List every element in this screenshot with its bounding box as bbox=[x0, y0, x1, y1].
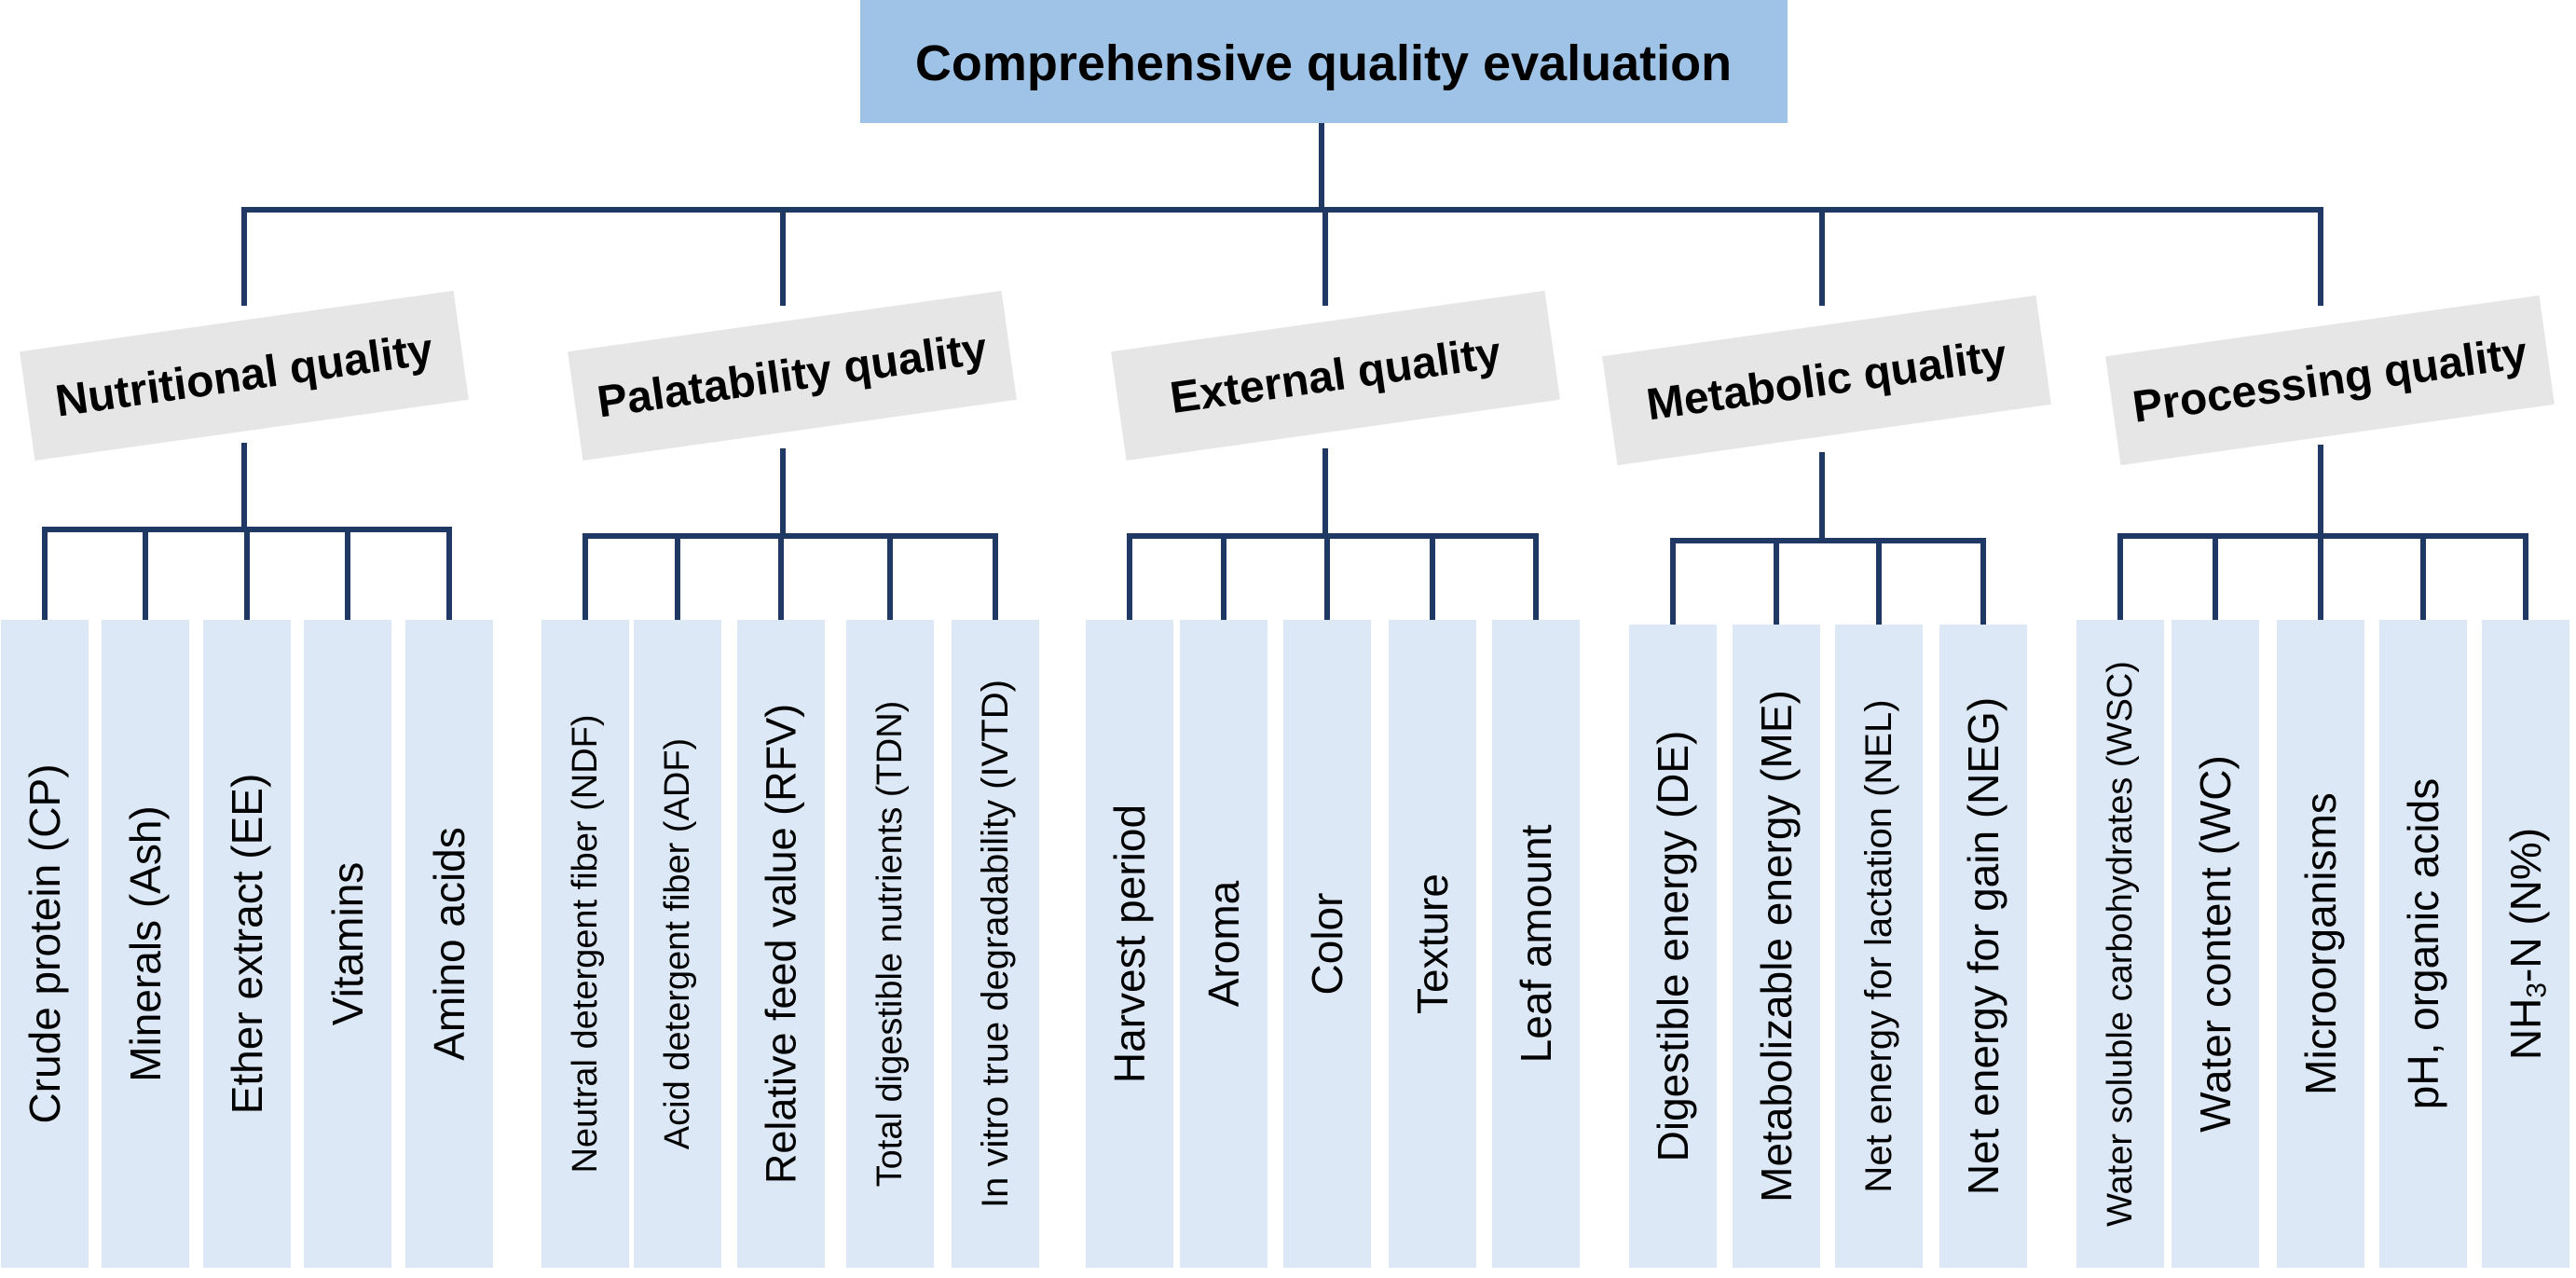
leaf-box bbox=[2076, 620, 2164, 1268]
leaf-box bbox=[2379, 620, 2467, 1268]
category-box bbox=[20, 290, 469, 461]
leaf-box bbox=[405, 620, 493, 1268]
category-node: Nutritional quality bbox=[20, 290, 469, 461]
leaf-box bbox=[304, 620, 391, 1268]
leaf-nodes: Crude protein (CP) Minerals (Ash) Ether ex… bbox=[1, 620, 2569, 1268]
leaf-node: Metabolizable energy (ME) bbox=[1733, 625, 1820, 1268]
leaf-box bbox=[2172, 620, 2259, 1268]
leaf-box bbox=[952, 620, 1039, 1268]
leaf-node: Leaf amount bbox=[1492, 620, 1580, 1268]
leaf-label: Crude protein (CP) bbox=[21, 763, 69, 1123]
leaf-node: Amino acids bbox=[405, 620, 493, 1268]
leaf-box bbox=[1939, 625, 2027, 1268]
category-node: External quality bbox=[1111, 290, 1560, 461]
leaf-box bbox=[1, 620, 89, 1268]
leaf-label: Total digestible nutrients (TDN) bbox=[870, 701, 910, 1188]
leaf-box bbox=[1835, 625, 1923, 1268]
category-box bbox=[568, 290, 1017, 461]
category-node: Processing quality bbox=[2105, 295, 2555, 466]
leaf-label: Ether extract (EE) bbox=[223, 774, 271, 1115]
leaf-label: Color bbox=[1303, 893, 1351, 996]
leaf-node: Ether extract (EE) bbox=[203, 620, 291, 1268]
category-node: Metabolic quality bbox=[1602, 295, 2051, 466]
leaf-box bbox=[1629, 625, 1717, 1268]
leaf-box bbox=[846, 620, 934, 1268]
leaf-node: Digestible energy (DE) bbox=[1629, 625, 1717, 1268]
leaf-node: Net energy for lactation (NEL) bbox=[1835, 625, 1923, 1268]
leaf-box bbox=[634, 620, 721, 1268]
leaf-label: Texture bbox=[1408, 873, 1457, 1014]
leaf-node: Water content (WC) bbox=[2172, 620, 2259, 1268]
leaf-box bbox=[1283, 620, 1371, 1268]
leaf-label: Net energy for lactation (NEL) bbox=[1858, 699, 1899, 1192]
leaf-node: Total digestible nutrients (TDN) bbox=[846, 620, 934, 1268]
leaf-node: Minerals (Ash) bbox=[102, 620, 189, 1268]
leaf-box bbox=[737, 620, 825, 1268]
leaf-box bbox=[1180, 620, 1267, 1268]
leaf-node: Microorganisms bbox=[2277, 620, 2364, 1268]
leaf-label: Digestible energy (DE) bbox=[1649, 731, 1697, 1162]
category-box bbox=[2105, 295, 2555, 466]
leaf-node: Aroma bbox=[1180, 620, 1267, 1268]
leaf-label: Minerals (Ash) bbox=[121, 805, 170, 1082]
leaf-box bbox=[2482, 620, 2569, 1268]
leaf-node: Net energy for gain (NEG) bbox=[1939, 625, 2027, 1268]
leaf-node: Texture bbox=[1389, 620, 1476, 1268]
leaf-box bbox=[203, 620, 291, 1268]
leaf-label: Water content (WC) bbox=[2191, 755, 2240, 1133]
root-label: Comprehensive quality evaluation bbox=[915, 35, 1732, 91]
category-nodes: Nutritional quality Palatability quality E… bbox=[20, 290, 2555, 466]
leaf-node: Harvest period bbox=[1086, 620, 1173, 1268]
leaf-box bbox=[1733, 625, 1820, 1268]
leaf-box bbox=[1086, 620, 1173, 1268]
leaf-node: Color bbox=[1283, 620, 1371, 1268]
leaf-node: In vitro true degradability (IVTD) bbox=[952, 620, 1039, 1268]
category-node: Palatability quality bbox=[568, 290, 1017, 461]
leaf-node: Neutral detergent fiber (NDF) bbox=[541, 620, 629, 1268]
leaf-node: Water soluble carbohydrates (WSC) bbox=[2076, 620, 2164, 1268]
leaf-label: Metabolizable energy (ME) bbox=[1752, 690, 1801, 1202]
leaf-label: Acid detergent fiber (ADF) bbox=[658, 738, 697, 1149]
leaf-node: Relative feed value (RFV) bbox=[737, 620, 825, 1268]
leaf-node: Crude protein (CP) bbox=[1, 620, 89, 1268]
leaf-label: Harvest period bbox=[1105, 804, 1154, 1083]
leaf-box bbox=[2277, 620, 2364, 1268]
category-box bbox=[1111, 290, 1560, 461]
leaf-label: pH, organic acids bbox=[2399, 778, 2447, 1109]
leaf-label: NH3-N (N%) bbox=[2501, 828, 2552, 1060]
leaf-label: Amino acids bbox=[425, 827, 473, 1061]
leaf-label: Microorganisms bbox=[2296, 792, 2345, 1095]
leaf-label: Leaf amount bbox=[1512, 824, 1560, 1063]
leaf-label: Vitamins bbox=[323, 862, 372, 1026]
leaf-node: Acid detergent fiber (ADF) bbox=[634, 620, 721, 1268]
root-node: Comprehensive quality evaluation bbox=[860, 0, 1788, 123]
leaf-box bbox=[541, 620, 629, 1268]
leaf-box bbox=[1389, 620, 1476, 1268]
leaf-label: In vitro true degradability (IVTD) bbox=[975, 680, 1016, 1208]
leaf-label: Relative feed value (RFV) bbox=[758, 704, 805, 1184]
leaf-node: pH, organic acids bbox=[2379, 620, 2467, 1268]
connector-lines bbox=[42, 120, 2528, 627]
leaf-box bbox=[1492, 620, 1580, 1268]
leaf-label: Water soluble carbohydrates (WSC) bbox=[2101, 661, 2140, 1227]
leaf-label: Neutral detergent fiber (NDF) bbox=[566, 714, 605, 1173]
leaf-node: Vitamins bbox=[304, 620, 391, 1268]
category-box bbox=[1602, 295, 2051, 466]
leaf-node: NH3-N (N%) bbox=[2482, 620, 2569, 1268]
root-box bbox=[860, 0, 1788, 123]
leaf-box bbox=[102, 620, 189, 1268]
leaf-label: Net energy for gain (NEG) bbox=[1959, 697, 2007, 1195]
leaf-label: Aroma bbox=[1199, 880, 1248, 1007]
